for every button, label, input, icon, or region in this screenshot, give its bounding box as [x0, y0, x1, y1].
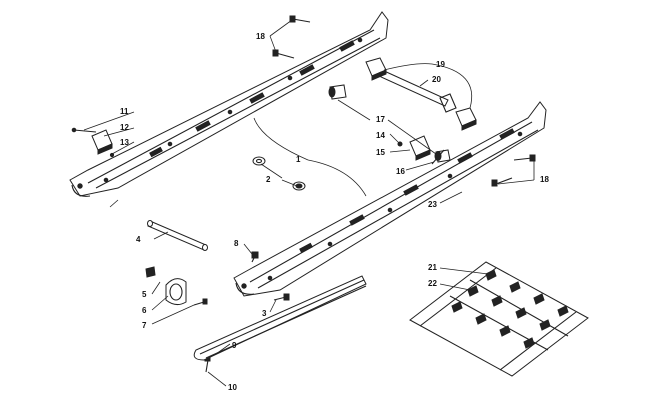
callout-16: 16: [396, 167, 405, 176]
cross-shaft: [147, 220, 208, 251]
callout-23: 23: [428, 200, 437, 209]
callout-18-right: 18: [540, 175, 549, 184]
callout-21: 21: [428, 263, 437, 272]
callout-3: 3: [262, 309, 267, 318]
callout-15: 15: [376, 148, 385, 157]
callout-11: 11: [120, 107, 129, 116]
callout-14: 14: [376, 131, 385, 140]
callout-labels: 1 2 3 4 5 6 7 8 9 10 11 12 13 14 15 16 1…: [120, 32, 549, 392]
callout-2: 2: [266, 175, 271, 184]
callout-5: 5: [142, 290, 147, 299]
right-slide-rail: [233, 101, 547, 297]
callout-1: 1: [296, 155, 301, 164]
idler-wheel-parts: [145, 266, 187, 306]
callout-12: 12: [120, 123, 129, 132]
upper-shaft: [378, 69, 457, 113]
callout-7: 7: [142, 321, 147, 330]
shaft-blocks: [365, 57, 477, 131]
callout-13: 13: [120, 138, 129, 147]
spacers: [252, 156, 306, 191]
callout-9: 9: [232, 341, 237, 350]
callout-19: 19: [436, 60, 445, 69]
callout-8: 8: [234, 239, 239, 248]
callout-20: 20: [432, 75, 441, 84]
callout-22: 22: [428, 279, 437, 288]
track-section: [409, 261, 589, 377]
wear-strip: [193, 275, 367, 361]
leader-lines: [83, 19, 535, 387]
callout-17: 17: [376, 115, 385, 124]
callout-18-top: 18: [256, 32, 265, 41]
callout-6: 6: [142, 306, 147, 315]
left-slide-rail: [69, 11, 389, 197]
callout-4: 4: [136, 235, 141, 244]
callout-10: 10: [228, 383, 237, 392]
